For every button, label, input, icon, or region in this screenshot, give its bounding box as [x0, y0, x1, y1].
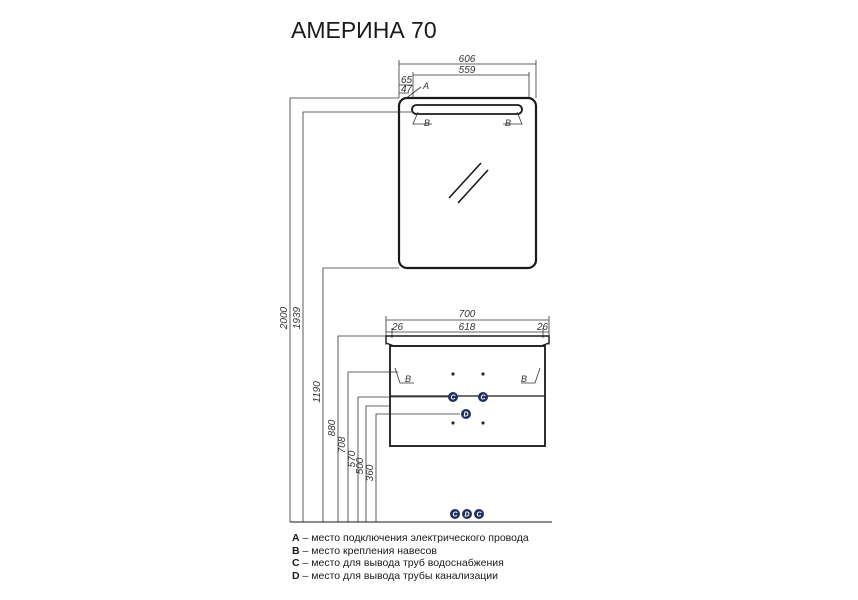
cabinet-marker-d-circle — [461, 409, 471, 419]
mirror-reflection-line-1 — [448, 162, 482, 199]
drawing-title: АМЕРИНА 70 — [291, 17, 437, 43]
cabinet-dim-26-left: 26 — [391, 322, 404, 333]
cabinet-marker-c-right: C — [480, 395, 486, 402]
mirror-light-strip — [411, 104, 523, 115]
cabinet-marker-c-left: C — [450, 395, 456, 402]
legend-text: – место для вывода трубы канализации — [299, 569, 499, 582]
legend-item-d: D – место для вывода трубы канализации — [292, 570, 529, 583]
handle-dot-bottom-right — [481, 421, 485, 425]
height-label-360: 360 — [365, 464, 376, 481]
mirror-reflection-line-2 — [457, 169, 489, 204]
height-label-500: 500 — [355, 457, 366, 474]
height-label-570: 570 — [347, 450, 358, 467]
legend-text: – место для вывода труб водоснабжения — [299, 557, 504, 569]
cabinet-dim-618: 618 — [459, 322, 476, 333]
leader-570 — [357, 396, 450, 522]
legend-key: B — [292, 544, 300, 557]
legend-text: – место подключения электрического прово… — [299, 532, 529, 544]
floor-marker-c-2-circle — [474, 509, 484, 519]
mirror-frame — [397, 96, 538, 270]
cabinet-hanger-left — [394, 367, 414, 384]
legend-item-a: A – место подключения электрического про… — [292, 532, 529, 545]
cabinet — [385, 316, 550, 447]
leader-500 — [365, 405, 390, 522]
washbasin-top — [385, 335, 550, 347]
cabinet-marker-d: D — [463, 412, 468, 419]
handle-dot-bottom-left — [451, 421, 455, 425]
leader-2000 — [289, 97, 399, 522]
floor-marker-c-1-circle — [450, 509, 460, 519]
height-label-1939: 1939 — [292, 306, 303, 329]
leader-880 — [337, 335, 386, 522]
height-label-2000: 2000 — [279, 306, 290, 330]
leader-1939 — [302, 111, 413, 522]
legend-key: C — [292, 557, 300, 569]
cabinet-marker-b-left: B — [405, 374, 411, 384]
legend-text: – место крепления навесов — [299, 544, 437, 557]
handle-dot-top-right — [481, 372, 485, 376]
mirror-hanger-right — [503, 111, 523, 125]
legend: A – место подключения электрического про… — [292, 532, 529, 582]
height-label-708: 708 — [337, 436, 348, 453]
handle-dot-top-left — [451, 372, 455, 376]
cabinet-hanger-right — [521, 367, 541, 384]
height-label-1190: 1190 — [312, 381, 323, 403]
leader-1190 — [322, 267, 399, 522]
mirror-hanger-left — [412, 111, 432, 125]
cabinet-marker-c-right-circle — [478, 392, 488, 402]
cabinet-marker-c-left-circle — [448, 392, 458, 402]
cabinet-marker-b-right: B — [521, 374, 527, 384]
floor-marker-d: D — [464, 512, 469, 519]
cabinet-dim-700: 700 — [459, 309, 476, 320]
leader-360 — [375, 413, 460, 522]
floor-marker-c-2: C — [476, 512, 482, 519]
floor-marker-c-1: C — [452, 512, 458, 519]
mirror — [397, 60, 538, 270]
mirror-dim-559: 559 — [459, 65, 476, 76]
mirror-dim-65: 65 — [401, 75, 413, 86]
height-leaders — [289, 97, 552, 523]
mirror-dim-606: 606 — [459, 54, 476, 65]
leader-708 — [347, 371, 398, 522]
legend-item-b: B – место крепления навесов — [292, 545, 529, 558]
legend-key: A — [292, 532, 300, 544]
floor-marker-d-circle — [462, 509, 472, 519]
cabinet-dim-26-right: 26 — [536, 322, 549, 333]
mirror-marker-a: A — [422, 81, 429, 91]
mirror-dim-47: 47 — [401, 84, 413, 95]
mirror-marker-b-right: B — [505, 118, 511, 128]
legend-key: D — [292, 569, 300, 582]
height-label-880: 880 — [327, 419, 338, 436]
mirror-marker-b-left: B — [424, 118, 430, 128]
legend-item-c: C – место для вывода труб водоснабжения — [292, 557, 529, 570]
